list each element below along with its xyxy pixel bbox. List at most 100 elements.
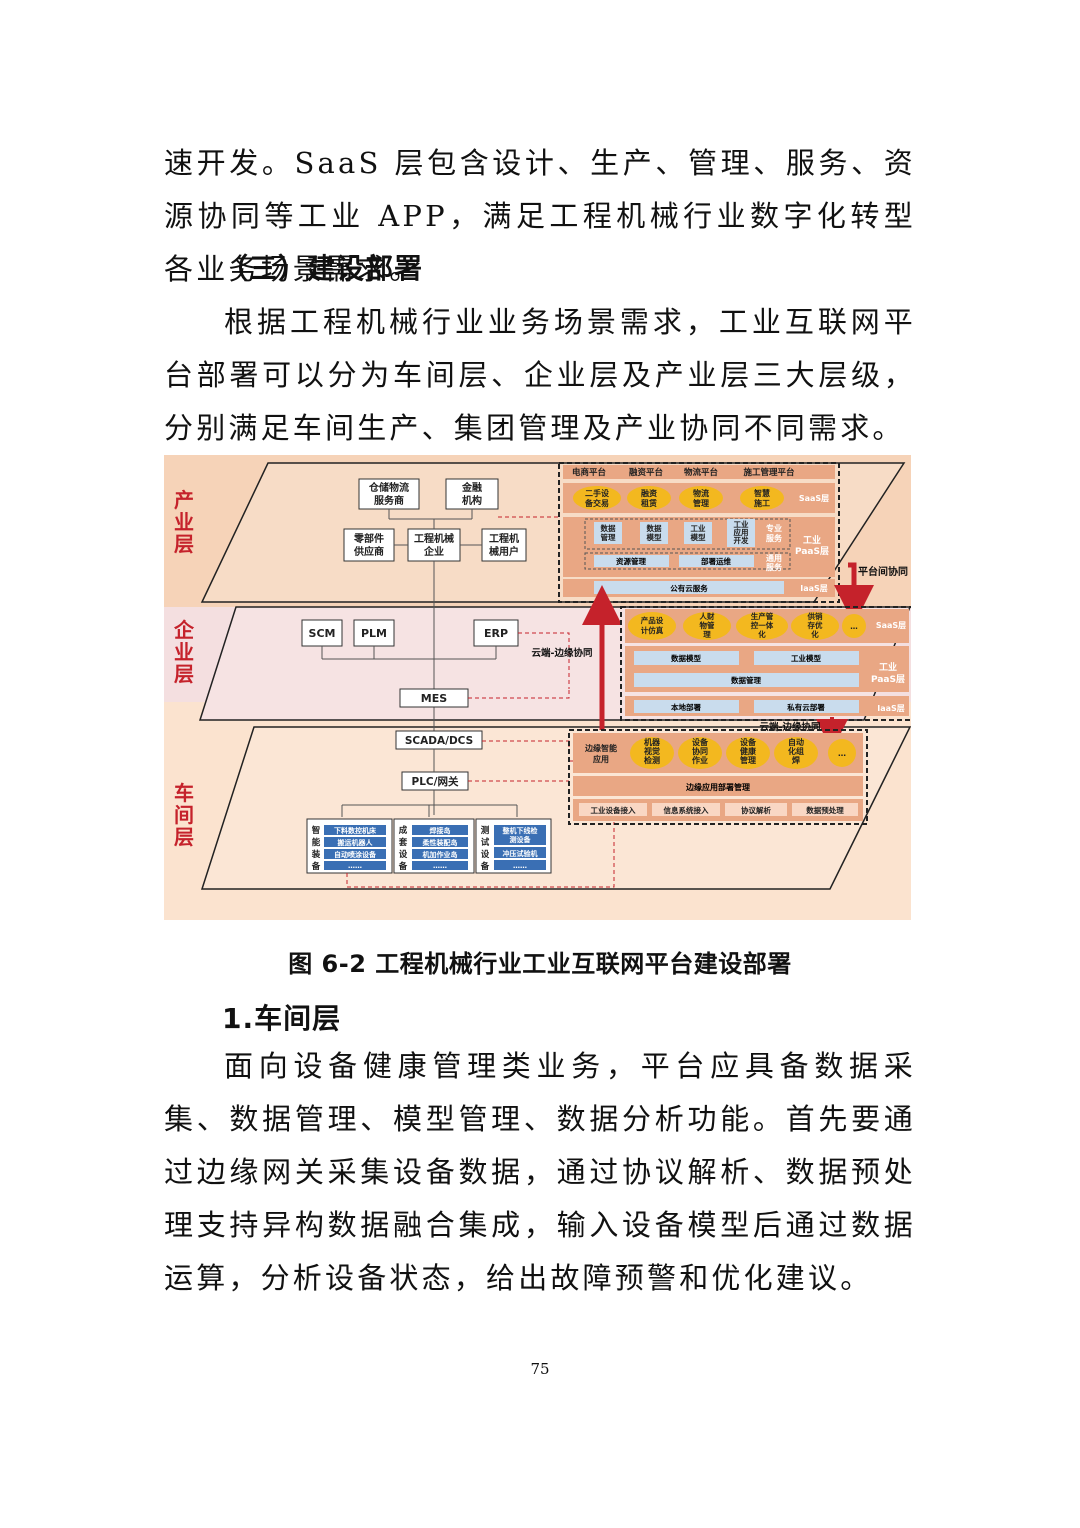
svg-text:备交易: 备交易 [584, 498, 609, 508]
svg-text:冲压试验机: 冲压试验机 [503, 849, 538, 858]
svg-text:人财: 人财 [700, 611, 715, 621]
svg-text:整机下线检: 整机下线检 [502, 826, 538, 835]
svg-text:智: 智 [311, 825, 321, 836]
svg-text:工业设备接入: 工业设备接入 [591, 805, 636, 815]
svg-text:供销: 供销 [807, 611, 823, 621]
svg-text:云端-边缘协同: 云端-边缘协同 [532, 647, 593, 659]
svg-text:协同: 协同 [692, 746, 708, 756]
svg-text:企业: 企业 [423, 545, 444, 558]
svg-text:应用: 应用 [593, 754, 609, 764]
svg-text:私有云部署: 私有云部署 [786, 702, 825, 712]
svg-text:智慧: 智慧 [754, 488, 770, 498]
svg-text:设备: 设备 [692, 737, 709, 747]
svg-text:视觉: 视觉 [644, 746, 660, 756]
svg-text:设: 设 [399, 849, 408, 860]
svg-text:柔性装配岛: 柔性装配岛 [423, 838, 458, 847]
svg-text:专业: 专业 [766, 523, 782, 533]
svg-text:层: 层 [174, 662, 194, 686]
svg-text:PaaS层: PaaS层 [871, 674, 905, 685]
svg-text:管理: 管理 [740, 755, 756, 765]
box-enterprise: 工程机械 [414, 532, 454, 545]
box-parts: 零部件 [353, 532, 384, 545]
svg-text:设备: 设备 [740, 737, 757, 747]
svg-text:二手设: 二手设 [585, 488, 609, 498]
svg-text:业: 业 [174, 640, 194, 664]
svg-text:资源管理: 资源管理 [616, 556, 646, 566]
svg-text:PLM: PLM [361, 627, 387, 640]
svg-text:健康: 健康 [740, 746, 757, 756]
svg-text:信息系统接入: 信息系统接入 [664, 805, 709, 815]
svg-text:搬运机器人: 搬运机器人 [338, 838, 374, 847]
svg-text:存优: 存优 [807, 620, 823, 630]
svg-text:试: 试 [481, 837, 490, 848]
svg-text:边缘应用部署管理: 边缘应用部署管理 [685, 782, 750, 792]
svg-text:服务: 服务 [766, 533, 783, 543]
svg-text:……: …… [348, 862, 362, 870]
svg-text:SCM: SCM [309, 627, 336, 640]
svg-text:IaaS层: IaaS层 [877, 704, 905, 713]
paragraph-workshop: 面向设备健康管理类业务，平台应具备数据采集、数据管理、模型管理、数据分析功能。首… [164, 1049, 916, 1295]
svg-text:边缘智能: 边缘智能 [584, 743, 617, 753]
svg-text:数据: 数据 [601, 523, 616, 533]
svg-text:云端-边缘协同: 云端-边缘协同 [760, 721, 821, 733]
svg-text:设: 设 [481, 849, 490, 860]
svg-text:工业: 工业 [691, 523, 706, 533]
svg-text:数据模型: 数据模型 [671, 653, 701, 663]
svg-text:计仿真: 计仿真 [641, 625, 664, 635]
svg-text:化组: 化组 [788, 746, 804, 756]
svg-text:自动喷涂设备: 自动喷涂设备 [334, 850, 377, 859]
svg-text:数据: 数据 [647, 523, 662, 533]
svg-text:工业模型: 工业模型 [791, 653, 821, 663]
svg-text:供应商: 供应商 [353, 545, 384, 558]
svg-text:层: 层 [174, 825, 194, 849]
figure-caption: 图 6-2 工程机械行业工业互联网平台建设部署 [288, 950, 792, 978]
paragraph-saas-description: 速开发。SaaS 层包含设计、生产、管理、服务、资源协同等工业 APP，满足工程… [164, 146, 916, 286]
svg-text:生产管: 生产管 [751, 611, 774, 621]
svg-text:融资平台: 融资平台 [629, 467, 664, 478]
svg-text:业: 业 [174, 510, 194, 534]
svg-text:套: 套 [399, 837, 408, 848]
tab-ecommerce: 电商平台 [572, 467, 607, 478]
svg-text:SaaS层: SaaS层 [799, 494, 829, 503]
layer-label-enterprise-1: 企 [173, 618, 195, 642]
svg-text:…: … [850, 622, 858, 631]
layer-label-workshop-1: 车 [174, 781, 194, 805]
svg-text:SCADA/DCS: SCADA/DCS [405, 735, 473, 747]
svg-text:机器: 机器 [644, 737, 661, 747]
svg-text:测设备: 测设备 [510, 835, 532, 844]
svg-text:PLC/网关: PLC/网关 [412, 775, 459, 788]
section-heading-deployment: （三）建设部署 [220, 252, 424, 285]
svg-text:成: 成 [399, 825, 408, 836]
svg-text:协议解析: 协议解析 [741, 805, 771, 815]
svg-text:数据管理: 数据管理 [731, 675, 761, 685]
svg-text:化: 化 [811, 629, 819, 639]
svg-text:层: 层 [174, 532, 194, 556]
svg-text:……: …… [433, 862, 447, 870]
svg-text:模型: 模型 [647, 532, 662, 542]
svg-text:管理: 管理 [693, 498, 709, 508]
svg-text:SaaS层: SaaS层 [876, 621, 906, 630]
svg-text:机加作业岛: 机加作业岛 [423, 850, 458, 859]
svg-text:工业: 工业 [803, 534, 821, 546]
svg-text:开发: 开发 [734, 535, 749, 545]
svg-text:下料数控机床: 下料数控机床 [334, 826, 377, 835]
svg-text:……: …… [513, 862, 527, 870]
svg-text:应用: 应用 [734, 527, 749, 537]
box-warehouse: 仓储物流 [368, 481, 409, 494]
layer-label-industry-1: 产 [174, 488, 194, 512]
svg-text:融资: 融资 [641, 488, 657, 498]
svg-text:检测: 检测 [644, 755, 660, 765]
svg-text:测: 测 [481, 825, 490, 836]
paragraph-deployment-intro: 根据工程机械行业业务场景需求，工业互联网平台部署可以分为车间层、企业层及产业层三… [164, 305, 916, 445]
svg-text:通用: 通用 [766, 553, 782, 563]
platform-collab-label: 平台间协同 [858, 565, 908, 578]
svg-text:化: 化 [758, 629, 766, 639]
svg-text:工业: 工业 [879, 661, 897, 673]
svg-text:备: 备 [311, 861, 321, 872]
svg-text:理: 理 [703, 630, 711, 639]
svg-text:施工管理平台: 施工管理平台 [743, 467, 795, 478]
box-finance: 金融 [461, 481, 482, 494]
svg-text:ERP: ERP [484, 627, 508, 640]
svg-text:管理: 管理 [601, 532, 616, 542]
svg-text:服务: 服务 [766, 562, 783, 572]
